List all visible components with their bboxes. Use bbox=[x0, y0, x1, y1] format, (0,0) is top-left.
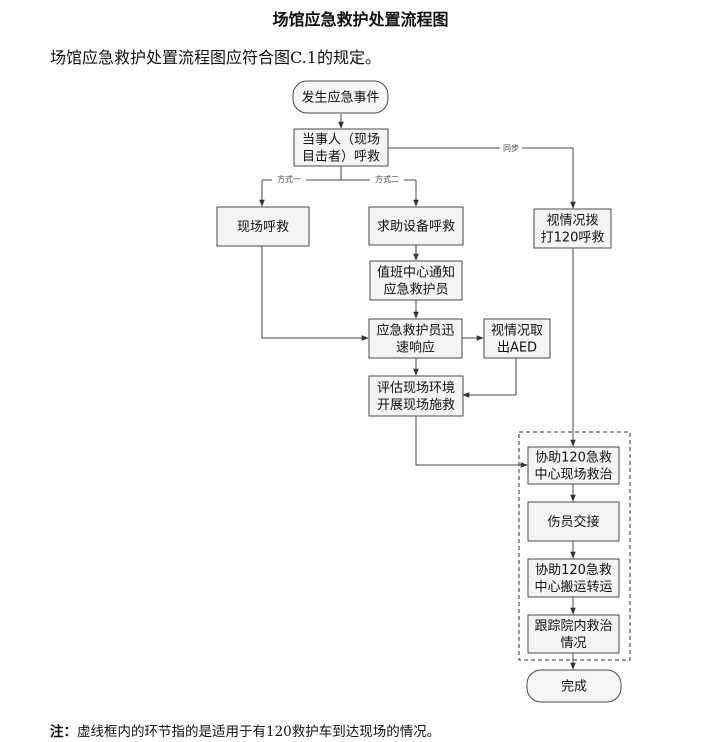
node-label: 现场呼救 bbox=[237, 219, 289, 235]
node-box bbox=[369, 260, 463, 301]
node-box bbox=[483, 318, 551, 359]
node-label: 应急救护员迅 bbox=[376, 323, 454, 339]
node-handover: 伤员交接 bbox=[527, 501, 620, 542]
node-onsite-call: 现场呼救 bbox=[216, 206, 310, 247]
node-label: 完成 bbox=[561, 680, 587, 695]
node-label: 中心搬运转运 bbox=[534, 580, 612, 595]
node-box bbox=[526, 669, 622, 703]
node-box bbox=[292, 80, 389, 114]
edge-assess-to-assist bbox=[415, 416, 528, 468]
node-label: 协助120急救 bbox=[535, 450, 612, 466]
node-label: 当事人（现场 bbox=[302, 133, 380, 148]
edge-label-mode2: 方式二 bbox=[375, 174, 399, 184]
intro-text: 场馆应急救护处置流程图应符合图C.1的规定。 bbox=[50, 48, 381, 67]
node-label: 速响应 bbox=[396, 340, 435, 356]
edge-aed-to-assess bbox=[462, 358, 517, 398]
edge-sync-to-120 bbox=[388, 147, 576, 209]
node-label: 应急救护员 bbox=[383, 282, 448, 298]
node-box bbox=[527, 614, 620, 654]
edges bbox=[259, 114, 576, 670]
node-box bbox=[527, 501, 620, 542]
node-done: 完成 bbox=[526, 669, 622, 703]
node-label: 跟踪院内救治 bbox=[534, 618, 612, 634]
node-label: 视情况取 bbox=[491, 324, 543, 339]
node-label: 值班中心通知 bbox=[377, 265, 455, 281]
node-box bbox=[527, 446, 620, 485]
node-label: 视情况拨 bbox=[546, 214, 598, 229]
edge-label-mode1: 方式一 bbox=[277, 174, 301, 184]
node-device-call: 求助设备呼救 bbox=[368, 206, 464, 246]
footnote: 注：虚线框内的环节指的是适用于有120救护车到达现场的情况。 bbox=[50, 720, 440, 740]
node-box bbox=[293, 128, 389, 167]
node-box bbox=[368, 206, 464, 246]
page-title: 场馆应急救护处置流程图 bbox=[272, 10, 449, 29]
node-box bbox=[368, 318, 463, 359]
node-label: 开展现场施救 bbox=[377, 397, 455, 413]
node-label: 协助120急救 bbox=[535, 562, 612, 578]
node-label: 出AED bbox=[497, 341, 537, 356]
edge-label-sync: 同步 bbox=[503, 144, 519, 153]
footnote-prefix: 注： bbox=[50, 724, 77, 740]
node-label: 目击者）呼救 bbox=[302, 149, 380, 165]
node-label: 伤员交接 bbox=[547, 514, 599, 530]
node-label: 评估现场环境 bbox=[377, 381, 455, 396]
node-label: 求助设备呼救 bbox=[377, 219, 455, 235]
node-box bbox=[368, 375, 464, 417]
nodes: 发生应急事件当事人（现场目击者）呼救现场呼救求助设备呼救视情况拨打120呼救值班… bbox=[216, 80, 622, 703]
node-label: 发生应急事件 bbox=[301, 90, 379, 106]
node-box bbox=[533, 208, 612, 249]
node-label: 打120呼救 bbox=[541, 230, 605, 246]
footnote-text: 虚线框内的环节指的是适用于有120救护车到达现场的情况。 bbox=[77, 724, 441, 740]
ambulance-scope-frame bbox=[518, 431, 631, 661]
node-start: 发生应急事件 bbox=[292, 80, 389, 114]
edge-onsite-to-respond bbox=[261, 246, 369, 341]
node-label: 中心现场救治 bbox=[534, 467, 612, 483]
node-box bbox=[527, 558, 620, 598]
node-box bbox=[216, 206, 310, 247]
node-label: 情况 bbox=[560, 636, 586, 651]
